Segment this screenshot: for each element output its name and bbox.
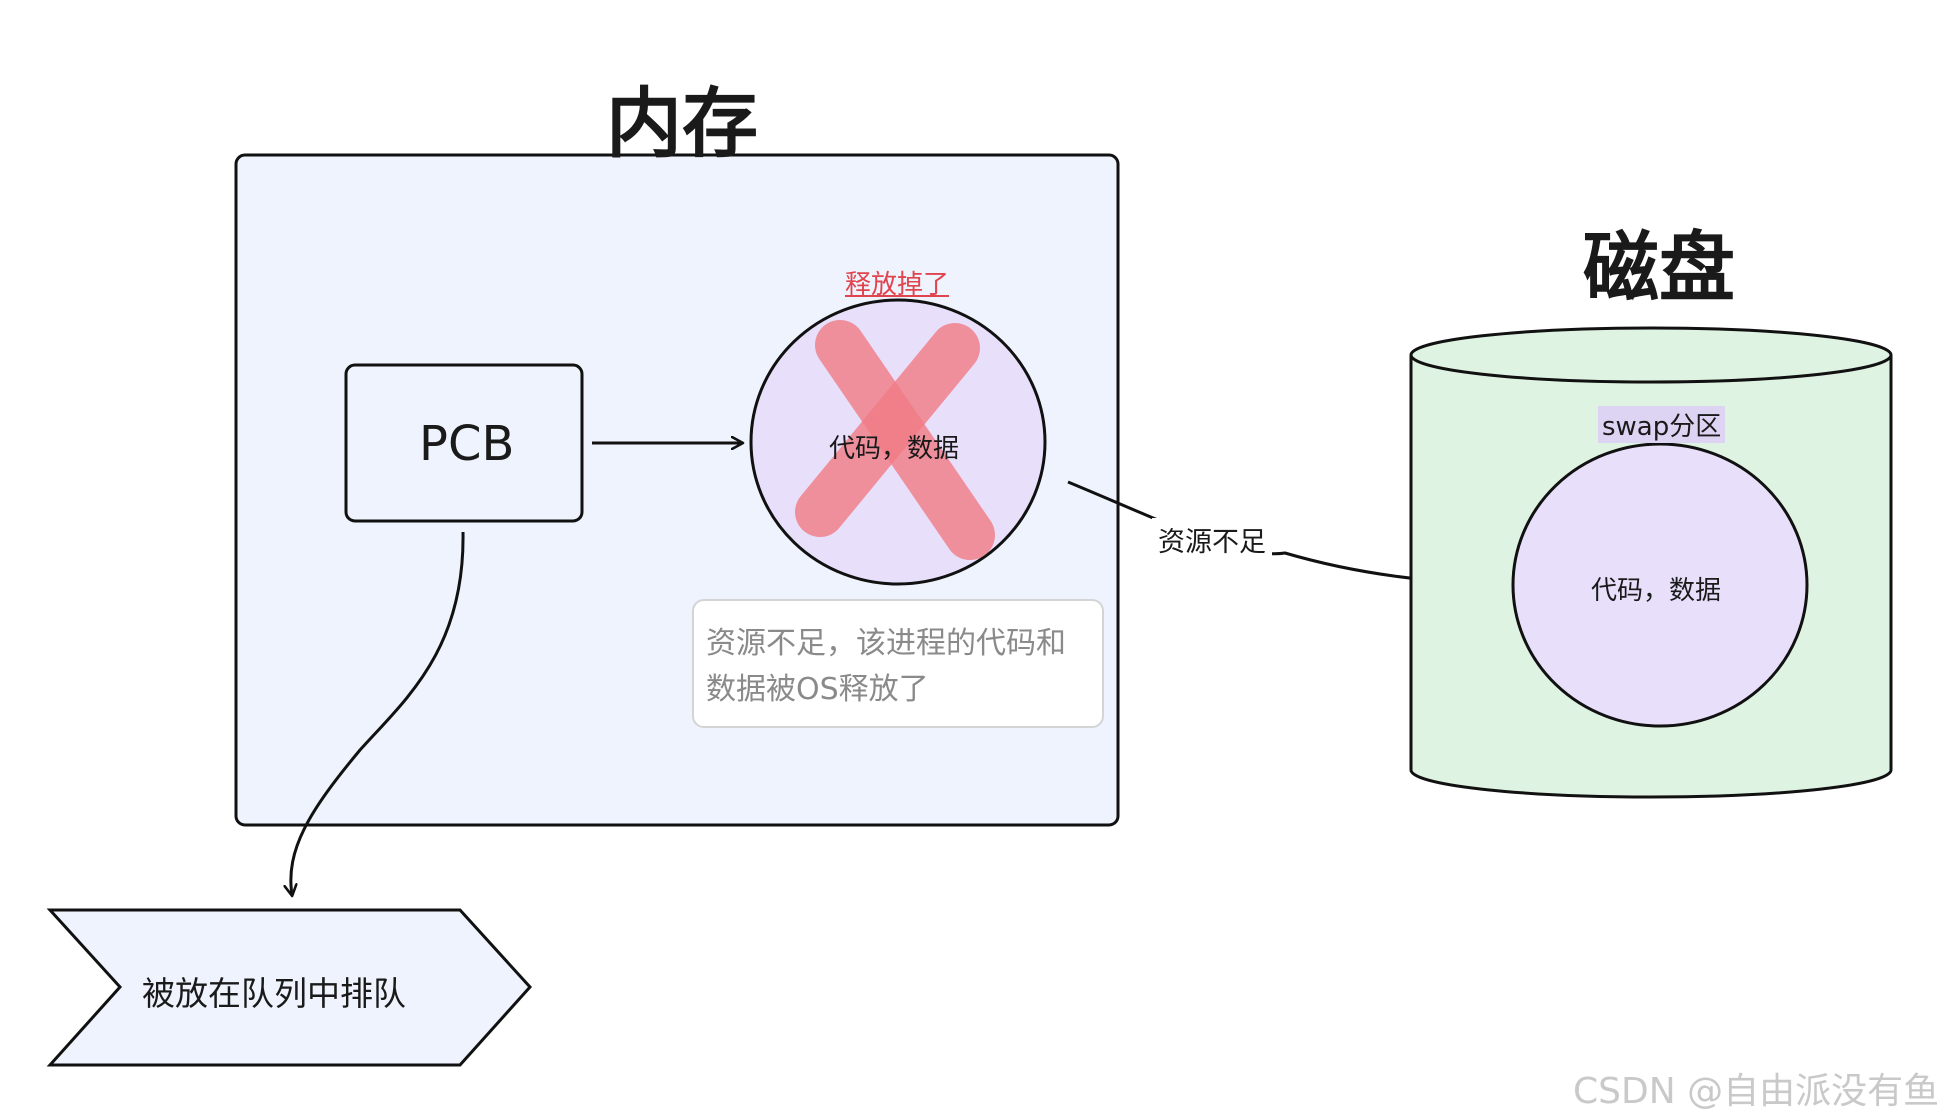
- disk-title: 磁盘: [1583, 223, 1735, 312]
- memory-code-data-label: 代码，数据: [829, 434, 960, 464]
- disk-cylinder-top: [1409, 326, 1893, 384]
- disk-code-data-circle: [1511, 442, 1809, 728]
- edge-label: 资源不足: [1152, 518, 1272, 561]
- queue-chevron: [46, 908, 533, 1067]
- swap-partition-label: swap分区: [1598, 406, 1726, 443]
- pcb-box: [344, 363, 584, 523]
- queue-label: 被放在队列中排队: [142, 974, 406, 1013]
- pcb-to-queue-arrow: [291, 531, 465, 895]
- disk-code-data-label: 代码，数据: [1591, 576, 1722, 606]
- pcb-label: PCB: [419, 416, 515, 472]
- cross-mark-icon-stroke-2: [795, 323, 980, 537]
- memory-title: 内存: [606, 79, 758, 168]
- watermark: CSDN @自由派没有鱼: [1573, 1071, 1940, 1112]
- note-box: 资源不足，该进程的代码和数据被OS释放了: [692, 599, 1104, 728]
- released-label: 释放掉了: [845, 270, 950, 300]
